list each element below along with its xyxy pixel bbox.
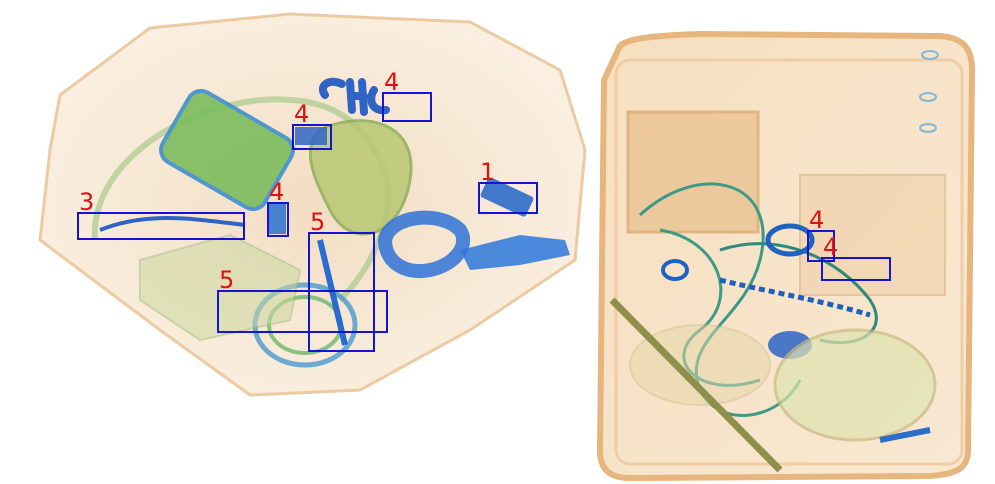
detection-box	[308, 232, 375, 352]
left-bag-scan	[38, 12, 587, 397]
detection-label: 4	[823, 233, 839, 261]
detection-label: 4	[294, 100, 310, 128]
detection-label: 4	[384, 68, 400, 96]
detection-label: 1	[480, 158, 496, 186]
detection-box	[267, 202, 289, 237]
detection-box	[77, 212, 245, 240]
detection-box	[821, 257, 891, 281]
detection-label: 5	[310, 208, 326, 236]
detection-label: 5	[219, 266, 235, 294]
detection-box	[292, 124, 332, 150]
right-suitcase-scan	[596, 30, 976, 482]
detection-box	[217, 290, 388, 333]
detection-box	[478, 182, 538, 214]
detection-label: 4	[809, 206, 825, 234]
detection-label: 3	[79, 188, 95, 216]
detection-box	[382, 92, 432, 122]
detection-label: 4	[269, 178, 285, 206]
